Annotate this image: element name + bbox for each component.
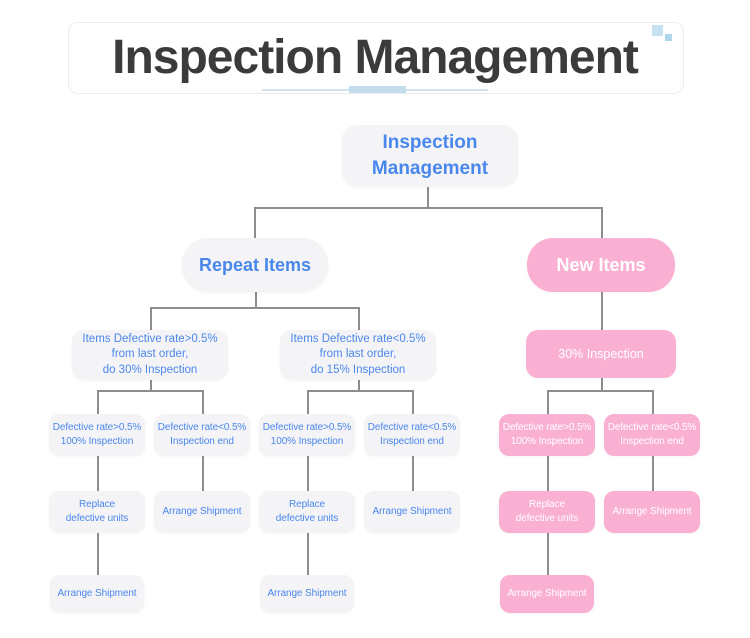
connector-line xyxy=(255,292,257,307)
node-case-high-3: Defective rate>0.5% 100% Inspection xyxy=(499,414,595,456)
node-condition-repeat-high: Items Defective rate>0.5% from last orde… xyxy=(72,330,228,380)
node-new-items: New Items xyxy=(527,238,675,292)
node-repeat-items: Repeat Items xyxy=(182,238,328,292)
connector-line xyxy=(150,380,152,390)
connector-line xyxy=(254,207,602,209)
connector-line xyxy=(412,456,414,491)
connector-line xyxy=(307,390,412,392)
connector-line xyxy=(652,456,654,491)
decor-square-small xyxy=(665,34,672,41)
title-card xyxy=(68,22,684,94)
connector-line xyxy=(547,533,549,575)
connector-line xyxy=(652,390,654,414)
node-replace-2: Replace defective units xyxy=(259,491,355,533)
node-case-high-2: Defective rate>0.5% 100% Inspection xyxy=(259,414,355,456)
connector-line xyxy=(202,456,204,491)
node-arrange-final-3: Arrange Shipment xyxy=(500,575,594,613)
connector-line xyxy=(307,456,309,491)
connector-line xyxy=(601,207,603,238)
node-case-high-1: Defective rate>0.5% 100% Inspection xyxy=(49,414,145,456)
connector-line xyxy=(412,390,414,414)
node-condition-repeat-low: Items Defective rate<0.5% from last orde… xyxy=(280,330,436,380)
decor-square-large xyxy=(652,25,663,36)
connector-line xyxy=(150,307,152,330)
node-replace-1: Replace defective units xyxy=(49,491,145,533)
connector-line xyxy=(358,307,360,330)
connector-line xyxy=(97,533,99,575)
connector-line xyxy=(307,390,309,414)
connector-line xyxy=(358,380,360,390)
node-case-low-1: Defective rate<0.5% Inspection end xyxy=(154,414,250,456)
node-case-low-2: Defective rate<0.5% Inspection end xyxy=(364,414,460,456)
node-case-low-3: Defective rate<0.5% Inspection end xyxy=(604,414,700,456)
title-underline-accent xyxy=(349,86,406,93)
node-arrange-final-1: Arrange Shipment xyxy=(50,575,144,613)
node-arrange-low-2: Arrange Shipment xyxy=(364,491,460,533)
connector-line xyxy=(97,456,99,491)
connector-line xyxy=(97,390,202,392)
connector-line xyxy=(601,292,603,330)
node-arrange-low-1: Arrange Shipment xyxy=(154,491,250,533)
node-root: Inspection Management xyxy=(342,125,518,187)
connector-line xyxy=(307,533,309,575)
connector-line xyxy=(150,307,358,309)
connector-line xyxy=(601,378,603,390)
connector-line xyxy=(254,207,256,238)
connector-line xyxy=(547,456,549,491)
node-condition-new: 30% Inspection xyxy=(526,330,676,378)
connector-line xyxy=(547,390,549,414)
connector-line xyxy=(97,390,99,414)
node-arrange-low-3: Arrange Shipment xyxy=(604,491,700,533)
node-replace-3: Replace defective units xyxy=(499,491,595,533)
connector-line xyxy=(202,390,204,414)
node-arrange-final-2: Arrange Shipment xyxy=(260,575,354,613)
connector-line xyxy=(427,187,429,207)
connector-line xyxy=(547,390,652,392)
page-title: Inspection Management xyxy=(112,31,639,84)
